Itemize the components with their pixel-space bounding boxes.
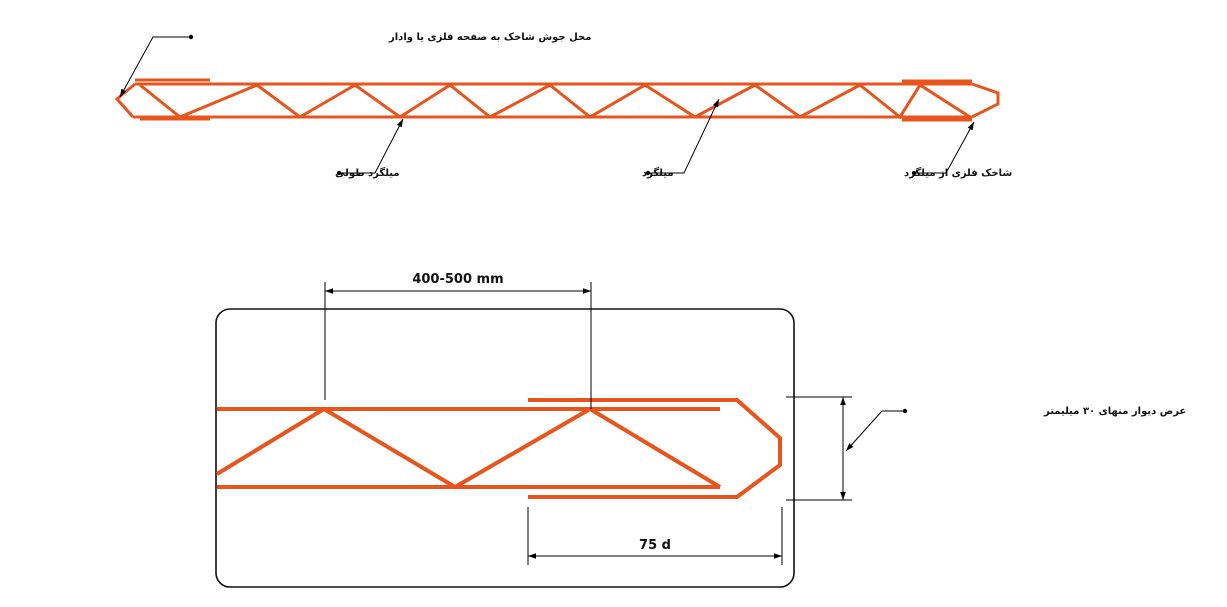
weld-location-callout: محل جوش شاخک به صفحه فلزی یا وادار (119, 32, 591, 98)
detail-frame (215, 308, 795, 588)
spacing-dimension-label: 400-500 mm (412, 272, 503, 287)
detail-hook-bar (528, 398, 782, 499)
detail-truss (215, 398, 782, 499)
rebar-callout: میلگرد (642, 98, 720, 179)
top-truss-right-end (971, 82, 1000, 119)
weld-location-label: محل جوش شاخک به صفحه فلزی یا وادار (388, 32, 591, 43)
rebar-label: میلگرد (642, 166, 674, 179)
anchorage-dimension-label: 75 d (639, 538, 671, 553)
rebar-hook-callout: شاخک فلزی از میلگرد (904, 121, 1012, 179)
truss-web (139, 82, 971, 120)
spacing-dimension: 400-500 mm (324, 272, 592, 409)
detail-web (215, 406, 722, 490)
rebar-hook-label: شاخک فلزی از میلگرد (904, 166, 1012, 179)
top-truss (114, 78, 1000, 122)
longitudinal-rebar-label: میلگرد طولی (335, 166, 400, 179)
anchorage-dimension: 75 d (527, 507, 783, 565)
wall-width-label: عرض دیوار منهای ۳۰ میلیمتر (1043, 406, 1186, 417)
longitudinal-rebar-callout: میلگرد طولی (335, 118, 404, 179)
top-truss-left-end (114, 82, 136, 118)
wall-width-dimension: عرض دیوار منهای ۳۰ میلیمتر (786, 396, 1186, 501)
